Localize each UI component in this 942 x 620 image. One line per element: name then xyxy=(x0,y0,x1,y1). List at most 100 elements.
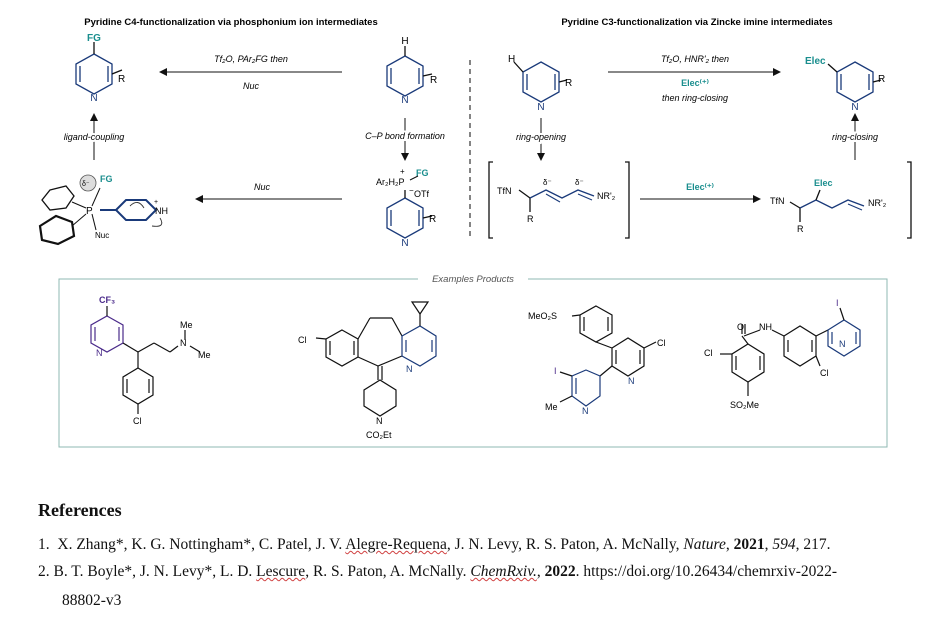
svg-text:δ⁻: δ⁻ xyxy=(82,181,90,188)
ref-year: 2022 xyxy=(544,563,576,580)
meo2s-label: MeO₂S xyxy=(528,311,557,321)
n-label: N xyxy=(401,95,408,106)
nuc-text: Nuc xyxy=(254,182,271,192)
n-label: N xyxy=(628,376,635,386)
nr2-label: NR'₂ xyxy=(868,198,887,208)
ring-opening-text: ring-opening xyxy=(516,132,566,142)
fg-label: FG xyxy=(87,33,101,44)
otf-label: OTf xyxy=(414,189,429,199)
r-label: R xyxy=(527,214,534,224)
ref-doi-cont: 88802-v3 xyxy=(62,592,122,609)
so2me-label: SO₂Me xyxy=(730,400,759,410)
ligand-coupling-text: ligand-coupling xyxy=(64,132,125,142)
cl-label: Cl xyxy=(298,335,307,345)
r-label: R xyxy=(430,75,437,86)
elec-plus-text: Elec⁽⁺⁾ xyxy=(681,78,709,88)
r-label: R xyxy=(118,74,125,85)
ref-journal: Nature xyxy=(683,536,726,553)
n-label: N xyxy=(376,416,383,426)
examples-box xyxy=(58,278,888,448)
ref-authors: B. T. Boyle*, J. N. Levy*, L. D. xyxy=(53,563,257,580)
reference-1: 1. X. Zhang*, K. G. Nottingham*, C. Pate… xyxy=(38,536,830,554)
start-pyridine-left xyxy=(386,46,433,97)
ref-sep: , xyxy=(764,536,773,553)
fg-label: FG xyxy=(416,168,429,178)
ring-closing-text: ring-closing xyxy=(832,132,878,142)
n-label: N xyxy=(406,364,413,374)
svg-text:ring-closing: ring-closing xyxy=(832,132,878,142)
h-label: H xyxy=(401,36,408,47)
cl-label: Cl xyxy=(133,416,142,426)
r-label: R xyxy=(878,74,885,85)
svg-text:C–P bond formation: C–P bond formation xyxy=(365,131,445,141)
tfn-label: TfN xyxy=(497,186,512,196)
n-label: N xyxy=(851,102,858,113)
nuc-text: Nuc xyxy=(243,81,260,91)
ref-authors: , R. S. Paton, A. McNally. xyxy=(305,563,471,580)
svg-text:Nuc: Nuc xyxy=(95,231,109,240)
ref-sep: , xyxy=(725,536,734,553)
ref-journal: ChemRxiv. xyxy=(470,563,537,580)
svg-text:ring-opening: ring-opening xyxy=(516,132,566,142)
me-label: Me xyxy=(180,320,193,330)
phosphorane-intermediate: δ⁻ FG P Nuc NH + xyxy=(38,174,168,246)
svg-text:P: P xyxy=(86,206,93,217)
cp-bond-text: C–P bond formation xyxy=(365,131,445,141)
cl-label: Cl xyxy=(657,338,666,348)
svg-text:NH: NH xyxy=(155,206,168,216)
me-label: Me xyxy=(198,350,211,360)
cl-label: Cl xyxy=(820,368,829,378)
r-label: R xyxy=(565,78,572,89)
delta-minus-1: δ⁻ xyxy=(543,178,552,187)
example-1-structure xyxy=(90,306,201,414)
me-label: Me xyxy=(545,402,558,412)
h-label: H xyxy=(508,54,515,65)
start-pyridine-right xyxy=(513,61,568,103)
svg-text:FG: FG xyxy=(100,174,113,184)
ref-doi: . https://doi.org/10.26434/chemrxiv-2022… xyxy=(575,563,838,580)
elec-label: Elec xyxy=(814,178,833,188)
ref-authors: X. Zhang*, K. G. Nottingham*, C. Patel, … xyxy=(57,536,346,553)
delta-minus-2: δ⁻ xyxy=(575,178,584,187)
c3-product-pyridine xyxy=(827,61,882,103)
i-label: I xyxy=(554,366,557,376)
plus-label: + xyxy=(400,167,405,176)
example-2-structure xyxy=(315,301,437,417)
reagent-text-left: Tf₂O, PAr₂FG then xyxy=(214,54,288,64)
minus-label: − xyxy=(409,186,414,195)
references-heading: References xyxy=(38,500,122,520)
right-scheme-title: Pyridine C3-functionalization via Zincke… xyxy=(561,17,832,28)
cf3-label: CF₃ xyxy=(99,295,115,305)
o-label: O xyxy=(737,322,744,332)
ref-sep: , xyxy=(536,563,545,580)
svg-text:ligand-coupling: ligand-coupling xyxy=(64,132,125,142)
ref-year: 2021 xyxy=(733,536,765,553)
zincke-imine xyxy=(488,161,630,239)
elec-plus-text: Elec⁽⁺⁾ xyxy=(686,182,714,192)
n-label: N xyxy=(90,93,97,104)
n-label: N xyxy=(96,348,103,358)
ref-author-misspelled: Alegre-Requena xyxy=(345,536,447,553)
ref-volume: 594 xyxy=(772,536,796,553)
ref-number: 1. xyxy=(38,536,50,553)
example-4-structure xyxy=(720,307,861,396)
n-label: N xyxy=(180,338,187,348)
reference-2: 2. B. T. Boyle*, J. N. Levy*, L. D. Lesc… xyxy=(38,563,837,581)
co2et-label: CO₂Et xyxy=(366,430,392,440)
then-ring-closing-text: then ring-closing xyxy=(662,93,728,103)
n-label: N xyxy=(401,238,408,249)
ar2h2p-label: Ar₂H₂P xyxy=(376,177,405,187)
cl-label: Cl xyxy=(704,348,713,358)
ref-authors: , J. N. Levy, R. S. Paton, A. McNally, xyxy=(446,536,684,553)
elec-label: Elec xyxy=(805,56,826,67)
r-label: R xyxy=(429,214,436,225)
ref-author-misspelled: Lescure xyxy=(256,563,306,580)
reagent-text-right: Tf₂O, HNR'₂ then xyxy=(661,54,729,64)
examples-title: Examples Products xyxy=(432,274,514,285)
svg-text:+: + xyxy=(154,199,158,206)
left-scheme-title: Pyridine C4-functionalization via phosph… xyxy=(84,17,377,28)
example-3-structure xyxy=(559,305,657,407)
ref-pages: , 217. xyxy=(795,536,831,553)
n-label: N xyxy=(582,406,589,416)
nr2-label: NR'₂ xyxy=(597,191,616,201)
